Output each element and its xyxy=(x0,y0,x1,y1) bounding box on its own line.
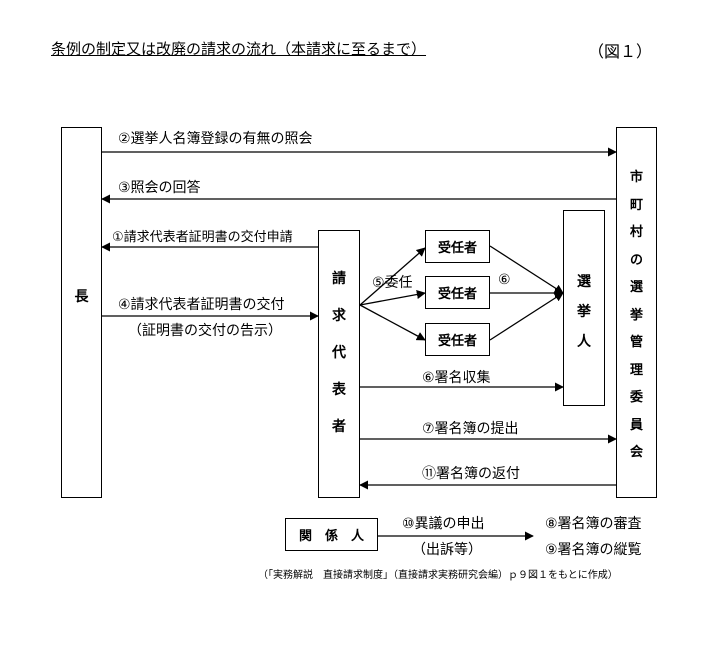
label-step9: ⑨署名簿の縦覧 xyxy=(545,542,642,558)
commission-char: 町 xyxy=(629,197,643,213)
commission-box: 市 町 村 の 選 挙 管 理 委 員 会 xyxy=(616,127,657,498)
label-step10: ⑩異議の申出 xyxy=(402,516,485,532)
delegate-box-1: 受任者 xyxy=(425,230,490,263)
commission-char: 理 xyxy=(629,362,643,378)
label-step1: ①請求代表者証明書の交付申請 xyxy=(112,230,293,245)
voters-char: 挙 xyxy=(577,304,591,320)
parties-label: 関 係 人 xyxy=(298,529,364,544)
voters-box: 選 挙 人 xyxy=(563,210,605,406)
label-step11: ⑪署名簿の返付 xyxy=(422,466,520,482)
requester-char: 表 xyxy=(332,382,346,398)
delegate-box-2: 受任者 xyxy=(425,276,490,309)
delegate-label: 受任者 xyxy=(437,241,477,256)
label-step4-note: （証明書の交付の告示） xyxy=(128,323,282,339)
arrow-step5-a xyxy=(359,247,426,306)
requester-char: 求 xyxy=(332,308,346,324)
commission-char: 管 xyxy=(629,335,643,350)
commission-char: 選 xyxy=(629,280,643,295)
voters-char: 人 xyxy=(577,334,591,350)
delegate-label: 受任者 xyxy=(437,287,477,302)
commission-char: 員 xyxy=(629,417,643,433)
voters-char: 選 xyxy=(577,274,591,290)
commission-char: 会 xyxy=(629,445,643,460)
arrow-step6-a xyxy=(489,245,564,294)
delegate-box-3: 受任者 xyxy=(425,323,490,356)
arrow-step5-c xyxy=(359,304,426,341)
label-step6: ⑥署名収集 xyxy=(422,370,491,386)
label-step6-mark: ⑥ xyxy=(498,272,511,288)
commission-char: の xyxy=(629,252,643,268)
label-step4: ④請求代表者証明書の交付 xyxy=(118,297,285,313)
figure-number: （図１） xyxy=(588,42,653,61)
chief-box: 長 xyxy=(61,127,102,498)
label-step3: ③照会の回答 xyxy=(118,180,201,196)
requester-char: 代 xyxy=(332,345,346,361)
commission-char: 委 xyxy=(629,390,643,405)
commission-char: 村 xyxy=(629,225,643,240)
label-step5: ⑤委任 xyxy=(372,275,413,291)
label-step8: ⑧署名簿の審査 xyxy=(545,516,642,532)
requester-char: 者 xyxy=(332,419,346,435)
requester-box: 請 求 代 表 者 xyxy=(318,230,360,498)
label-step7: ⑦署名簿の提出 xyxy=(422,421,519,437)
delegate-label: 受任者 xyxy=(437,334,477,349)
arrow-step6-c xyxy=(489,292,564,341)
arrow-step5-b xyxy=(359,290,426,306)
source-note: （「実務解説 直接請求制度」（直接請求実務研究会編）ｐ９図１をもとに作成） xyxy=(258,570,618,581)
label-step2: ②選挙人名簿登録の有無の照会 xyxy=(118,131,313,147)
page-title: 条例の制定又は改廃の請求の流れ（本請求に至るまで） xyxy=(51,40,427,58)
commission-char: 挙 xyxy=(629,307,643,323)
requester-char: 請 xyxy=(332,271,346,287)
chief-label: 長 xyxy=(74,289,89,305)
label-step10-note: （出訴等） xyxy=(412,542,482,558)
parties-box: 関 係 人 xyxy=(285,518,378,551)
commission-char: 市 xyxy=(629,170,643,185)
